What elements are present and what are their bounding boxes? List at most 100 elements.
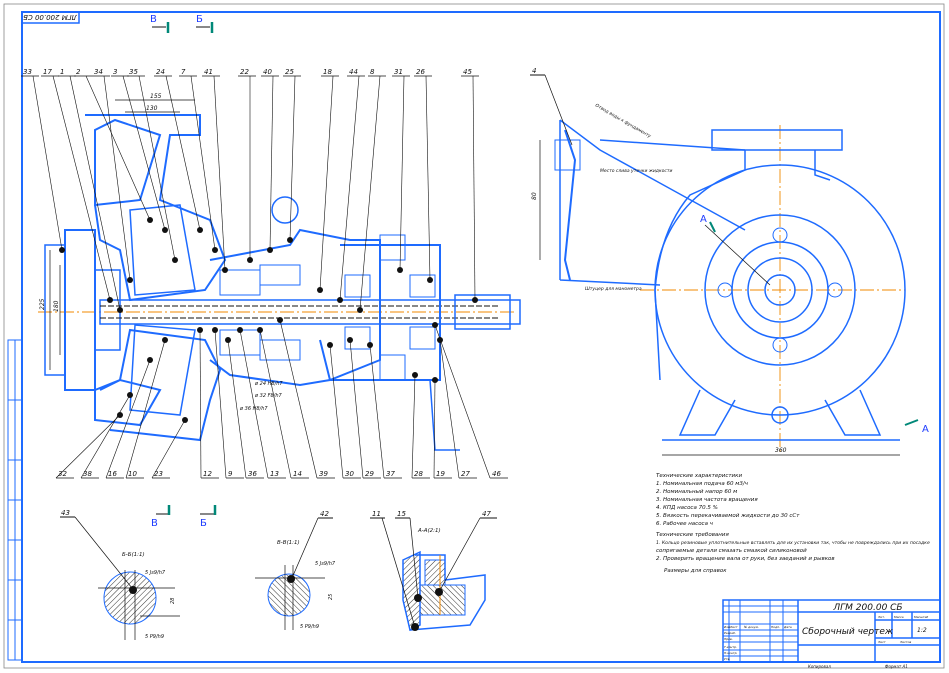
- leader-label: 24: [156, 68, 165, 76]
- dimensions-bracket-note-1: Отвод воды к фундаменту: [594, 103, 652, 140]
- leader-dot: [107, 297, 113, 303]
- leader-dot: [127, 392, 133, 398]
- tech-characteristics-items-2: 3. Номинальная частота вращения: [656, 497, 758, 503]
- leader-label: 9: [228, 470, 233, 478]
- leader-label: 42: [320, 510, 329, 518]
- leader-label: 30: [345, 470, 354, 478]
- tech-characteristics-items-1: 2. Номинальный напор 60 м: [656, 489, 737, 495]
- leader-dot: [162, 337, 168, 343]
- leader-label: 15: [397, 510, 406, 518]
- leader-label: 23: [154, 470, 163, 478]
- sections-v-v: В-В(1:1): [277, 540, 300, 546]
- tech-characteristics-items-0: 1. Номинальная подача 60 м3/ч: [656, 481, 749, 487]
- title-block-headers-0: Изм.: [724, 625, 731, 629]
- dimensions-main-left-2: 180: [53, 300, 60, 312]
- leader-label: 8: [370, 68, 375, 76]
- drawing-sheet-mark: 1:2: [917, 627, 927, 634]
- leader-label: 33: [23, 68, 32, 76]
- leader-label: 22: [240, 68, 249, 76]
- title-block-headers-13: Лист: [877, 640, 886, 644]
- leader-dot: [212, 327, 218, 333]
- leader-dot: [347, 337, 353, 343]
- leader-dot: [127, 277, 133, 283]
- leader-dot: [277, 317, 283, 323]
- title-block-headers-10: Лит.: [877, 615, 885, 619]
- tech-characteristics-items-4: 5. Вязкость перекачиваемой жидкости до 3…: [656, 513, 800, 519]
- inner-frame: [21, 11, 941, 663]
- leader-label: 46: [492, 470, 501, 478]
- drawing-bottom-right-caption: Формат А1: [885, 664, 908, 669]
- leader-dot: [247, 257, 253, 263]
- leader-label: 7: [181, 68, 186, 76]
- leader-label: 18: [323, 68, 332, 76]
- leader-dot: [317, 287, 323, 293]
- section-marks-view-a-right: A: [922, 424, 929, 435]
- dimensions-vv-side: 25: [328, 594, 334, 600]
- title-block-headers-4: Дата: [783, 625, 792, 629]
- leader-label: 45: [463, 68, 472, 76]
- leader-label: 17: [43, 68, 52, 76]
- section-marks-bottom-v: В: [151, 518, 158, 529]
- title-block-headers-11: Масса: [894, 615, 904, 619]
- dimensions-main-top-2: 130: [146, 105, 158, 112]
- title-block: [722, 599, 941, 663]
- dimensions-base-width: 360: [775, 447, 787, 454]
- dimensions-vv-fit-bottom: 5 P9/h9: [300, 624, 319, 630]
- leader-label: 1: [60, 68, 64, 76]
- leader-label: 36: [248, 470, 257, 478]
- dimensions-bb-side: 28: [170, 598, 176, 604]
- title-block-text: ЛГМ 200.00 СБ Сборочный чертеж 1:2 Изм. …: [724, 603, 928, 669]
- leader-dot: [397, 267, 403, 273]
- main-section-view: 225 180 155 130 ø 24 H8/h7 ø 32 F8/h7 ø …: [38, 93, 521, 451]
- tech-requirements-items-1: сопрягаемые детали смазать смазкой силик…: [656, 548, 807, 554]
- drawing-bottom-left-caption: Копировал: [808, 664, 831, 669]
- section-marks-top-b: Б: [196, 14, 203, 25]
- sections-b-b: Б-Б(1:1): [122, 552, 145, 558]
- leader-label: 12: [203, 470, 212, 478]
- section-a-a: А-А(2:1) 11 15 47: [370, 510, 497, 632]
- leader-label: 3: [113, 68, 117, 76]
- title-block-headers-14: Листов: [899, 640, 911, 644]
- leader-dot: [237, 327, 243, 333]
- leader-dot: [327, 342, 333, 348]
- title-block-headers-5: Разраб.: [724, 631, 736, 635]
- tech-requirements-heading: Технические требования: [656, 532, 729, 538]
- leader-label: 11: [372, 510, 381, 518]
- section-b-b: Б-Б(1:1) 5 Js9/h7 5 P9/h9 28 43: [60, 509, 180, 640]
- tech-requirements-items-0: 1. Кольцо резиновые уплотнительные встав…: [656, 540, 930, 546]
- left-strip-stamps: [7, 339, 23, 661]
- section-marker-v-bottom: В: [151, 505, 171, 529]
- section-marker-v-top: В: [150, 14, 170, 33]
- leader-label: 39: [319, 470, 328, 478]
- sections-a-a: А-А(2:1): [417, 528, 441, 534]
- leader-dot: [267, 247, 273, 253]
- tech-characteristics-items-5: 6. Рабочее насоса ч: [656, 521, 714, 527]
- leader-dot: [182, 417, 188, 423]
- title-block-headers-9: Утв.: [724, 657, 730, 661]
- leader-dot: [147, 217, 153, 223]
- tech-requirements-items-3: Размеры для справок: [664, 568, 727, 574]
- title-block-headers-7: Т.контр.: [724, 645, 737, 649]
- leader-dot: [212, 247, 218, 253]
- tech-characteristics: Технические характеристики 1. Номинальна…: [656, 473, 800, 527]
- leader-label: 43: [61, 509, 70, 517]
- leader-label: 27: [461, 470, 470, 478]
- tech-requirements: Технические требования 1. Кольцо резинов…: [656, 532, 930, 574]
- outer-frame: [3, 3, 945, 669]
- title-block-headers-3: Подп.: [771, 625, 780, 629]
- leader-label: 41: [204, 68, 213, 76]
- leader-dot: [162, 227, 168, 233]
- tech-characteristics-items-3: 4. КПД насоса 70.5 %: [656, 505, 718, 511]
- leader-label: 38: [83, 470, 92, 478]
- dimensions-bracket-height: 80: [531, 192, 538, 200]
- dimensions-fit-2: ø 32 F8/h7: [254, 393, 283, 399]
- section-marks-bottom-b: Б: [200, 518, 207, 529]
- leader-dot: [117, 412, 123, 418]
- leader-label: 19: [436, 470, 445, 478]
- leader-dot: [147, 357, 153, 363]
- leader-dot: [432, 322, 438, 328]
- leader-label: 4: [532, 67, 536, 75]
